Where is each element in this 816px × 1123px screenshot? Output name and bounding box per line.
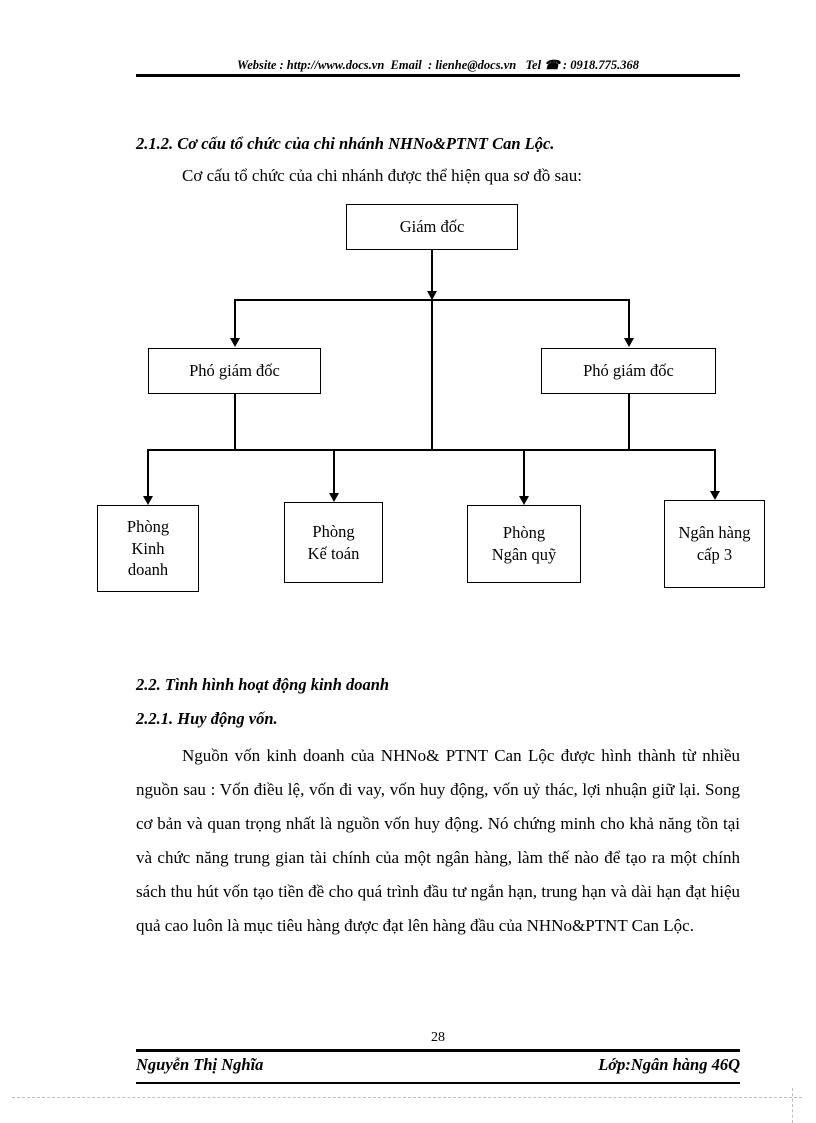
org-node-deputy-right: Phó giám đốc bbox=[541, 348, 716, 394]
connector-line bbox=[431, 299, 433, 451]
body-paragraph: Nguồn vốn kinh doanh của NHNo& PTNT Can … bbox=[136, 746, 740, 935]
connector-line bbox=[628, 394, 630, 451]
connector-line bbox=[523, 449, 525, 496]
footer-rule-top bbox=[136, 1049, 740, 1052]
org-node-dept-treasury: Phòng Ngân quỹ bbox=[467, 505, 581, 583]
section-heading-2-2-1: 2.2.1. Huy động vốn. bbox=[136, 709, 278, 728]
connector-line bbox=[147, 449, 149, 496]
page-boundary-guide bbox=[12, 1097, 802, 1098]
footer-rule-bottom bbox=[136, 1082, 740, 1084]
intro-paragraph: Cơ cấu tổ chức của chi nhánh được thể hi… bbox=[182, 166, 582, 185]
arrow-down-icon bbox=[519, 496, 529, 505]
connector-line bbox=[234, 299, 236, 339]
page-number: 28 bbox=[431, 1030, 445, 1045]
org-node-dept-business: Phòng Kinh doanh bbox=[97, 505, 199, 592]
arrow-down-icon bbox=[710, 491, 720, 500]
section-heading-2-2: 2.2. Tình hình hoạt động kinh doanh bbox=[136, 675, 390, 694]
arrow-down-icon bbox=[624, 338, 634, 347]
connector-line bbox=[333, 449, 335, 493]
header-rule bbox=[136, 74, 740, 77]
arrow-down-icon bbox=[143, 496, 153, 505]
connector-line bbox=[714, 449, 716, 491]
org-node-bank-level3: Ngân hàng cấp 3 bbox=[664, 500, 765, 588]
footer-author: Nguyễn Thị Nghĩa bbox=[136, 1055, 264, 1074]
connector-line bbox=[431, 250, 433, 292]
page-header-text: Website : http://www.docs.vn Email : lie… bbox=[237, 58, 639, 72]
org-node-deputy-left: Phó giám đốc bbox=[148, 348, 321, 394]
arrow-down-icon bbox=[427, 291, 437, 300]
section-heading-2-1-2: 2.1.2. Cơ cấu tổ chức của chi nhánh NHNo… bbox=[136, 134, 555, 153]
connector-line bbox=[234, 394, 236, 451]
connector-line bbox=[147, 449, 716, 451]
org-node-dept-accounting: Phòng Kế toán bbox=[284, 502, 383, 583]
org-node-director: Giám đốc bbox=[346, 204, 518, 250]
arrow-down-icon bbox=[230, 338, 240, 347]
footer-class: Lớp:Ngân hàng 46Q bbox=[598, 1055, 740, 1074]
page-boundary-guide bbox=[792, 1088, 793, 1123]
arrow-down-icon bbox=[329, 493, 339, 502]
connector-line bbox=[628, 299, 630, 339]
